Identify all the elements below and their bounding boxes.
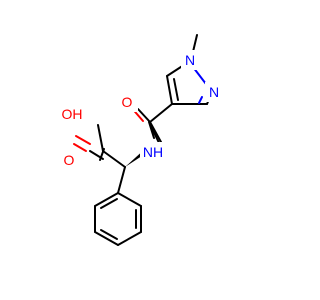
bond-c-o-acid-double-2 bbox=[73, 143, 87, 152]
bond-co-double-a bbox=[137, 108, 151, 123]
atom-n1-pyrazole: N bbox=[185, 52, 195, 68]
bond-ca-phenyl bbox=[117, 166, 126, 194]
bond-c-o-acid-double-1 bbox=[75, 135, 91, 145]
atom-o-acid: O bbox=[64, 152, 75, 168]
bond-carbonyl-pyrazole bbox=[149, 103, 173, 123]
label-bg-oh bbox=[60, 104, 86, 124]
bond-ph-6 bbox=[94, 192, 119, 207]
bond-n2-c3-inner bbox=[198, 96, 203, 104]
bond-nh-co-hidden bbox=[148, 121, 155, 139]
bond-ca-cooh bbox=[102, 150, 126, 168]
bond-nh-co bbox=[149, 121, 162, 143]
label-bg-o-amide bbox=[118, 92, 138, 112]
label-bg-nh bbox=[140, 142, 166, 162]
bond-ph-inner-3 bbox=[100, 198, 118, 209]
label-bg-n1 bbox=[181, 50, 201, 70]
label-bg-n2 bbox=[205, 82, 225, 102]
bond-c4-c5 bbox=[166, 75, 173, 105]
bond-ph-3 bbox=[117, 231, 142, 246]
atom-n-amide: NH bbox=[143, 144, 163, 160]
molecule-structure: OH O NH O N N bbox=[60, 34, 225, 246]
bond-ph-1 bbox=[117, 192, 142, 207]
atom-oh: OH bbox=[62, 106, 83, 122]
atom-n2-pyrazole: N bbox=[209, 84, 219, 100]
bond-ph-4 bbox=[94, 231, 119, 246]
bond-c-oh bbox=[97, 124, 104, 152]
bond-c4-c5-inner bbox=[173, 78, 179, 101]
bond-ph-inner-2 bbox=[100, 229, 118, 240]
label-bg-o-acid bbox=[60, 150, 80, 170]
atom-o-amide: O bbox=[122, 94, 133, 110]
